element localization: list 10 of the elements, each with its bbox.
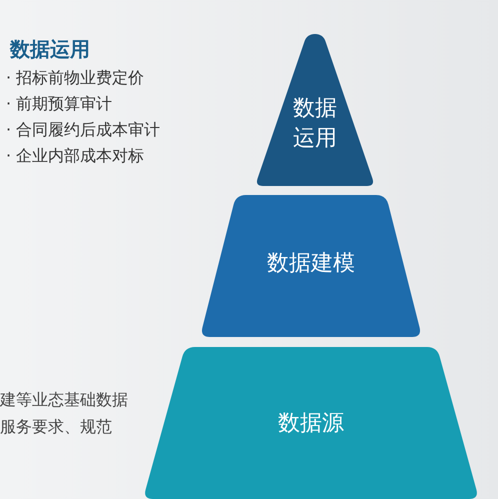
bullet-item: · 合同履约后成本审计 (6, 120, 160, 141)
bullet-item: · 招标前物业费定价 (6, 68, 144, 89)
tier-label: 数据运用 (292, 95, 338, 153)
bullet-item: · 前期预算审计 (6, 94, 112, 115)
bullet-item: · 企业内部成本对标 (6, 146, 144, 167)
body-text: 服务要求、规范 (0, 417, 112, 438)
label-heading: 数据运用 (10, 36, 90, 63)
tier-label: 数据源 (277, 410, 345, 438)
body-text: 建等业态基础数据 (0, 390, 128, 411)
tier-label: 数据建模 (266, 250, 356, 278)
